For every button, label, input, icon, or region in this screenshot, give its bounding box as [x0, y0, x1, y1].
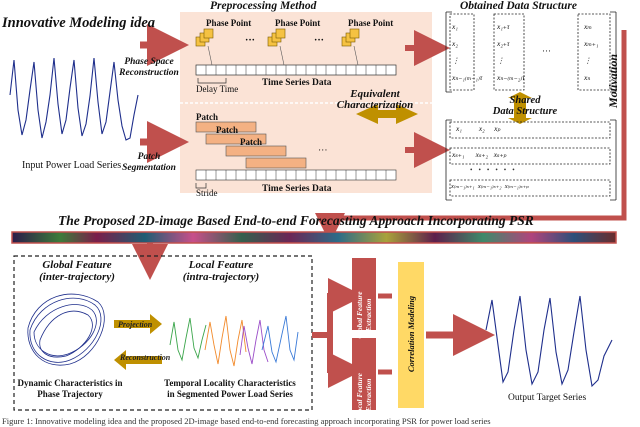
patch-label-3: Patch — [240, 137, 262, 147]
projection-label: Projection — [118, 320, 153, 329]
arrow-to-local-extraction — [327, 335, 364, 388]
input-series-label: Input Power Load Series — [22, 160, 122, 171]
shared-double-arrow — [508, 92, 532, 124]
input-series-curve — [9, 57, 139, 141]
global-feature-label: Global Feature(inter-trajectory) — [39, 259, 115, 283]
ellipsis-2: ··· — [314, 35, 325, 46]
phase-point-label-1: Phase Point — [206, 18, 252, 28]
preprocessing-title: Preprocessing Method — [210, 0, 317, 12]
output-series-label: Output Target Series — [508, 393, 587, 403]
ts-data-label-psr: Time Series Data — [262, 78, 332, 88]
phase-trajectory — [27, 293, 105, 366]
patch-matrix-row-3: x₍ₘ₋₁₎ₛ₊₁ x₍ₘ₋₁₎ₛ₊₂ x₍ₘ₋₁₎ₛ₊ₚ — [451, 183, 529, 190]
reconstruction-arrow — [114, 350, 162, 370]
patch-ellipsis: ··· — [318, 146, 328, 156]
psr-time-series-strip — [195, 45, 397, 76]
motivation-arrow — [315, 30, 627, 243]
obtained-title: Obtained Data Structure — [460, 0, 577, 12]
local-series-blue — [261, 315, 299, 364]
projection-arrow — [114, 314, 162, 334]
patch-label-2: Patch — [216, 125, 238, 135]
psr-matrix-frame — [445, 11, 617, 93]
equivalent-double-arrow — [356, 104, 418, 124]
delay-bracket — [197, 78, 227, 84]
patch-strips — [195, 121, 397, 181]
output-series-curve — [485, 295, 613, 388]
local-series-green — [169, 317, 207, 362]
reconstruction-label: Reconstruction — [120, 353, 171, 362]
delay-time-label: Delay Time — [196, 84, 239, 94]
patch-matrix-row-2: xₛ₊₁ xₛ₊₂ xₛ₊ₚ — [452, 150, 507, 159]
ellipsis-1: ··· — [245, 35, 256, 46]
stride-bracket — [195, 183, 207, 189]
motivation-label: Motivation — [606, 53, 620, 108]
correlation-block — [398, 262, 424, 408]
phase-point-label-2: Phase Point — [275, 18, 321, 28]
patch-matrix-frame — [445, 119, 617, 201]
psr-matrix-ellipsis: ··· — [542, 46, 551, 56]
arrow-to-global-extraction — [312, 278, 364, 338]
patch-matrix-dots: •••••• — [470, 166, 521, 174]
correlation-label: Correlation Modeling — [406, 295, 416, 373]
heatmap-strip — [11, 231, 617, 244]
global-extraction-block — [352, 258, 376, 330]
approach-title: The Proposed 2D-image Based End-to-end F… — [58, 213, 534, 228]
ts-data-label-patch: Time Series Data — [262, 184, 332, 194]
arrows-to-correlation — [378, 293, 392, 375]
figure-caption: Figure 1: Innovative modeling idea and t… — [2, 416, 491, 426]
phase-point-cubes — [195, 28, 360, 47]
phase-point-label-3: Phase Point — [348, 18, 394, 28]
innovative-title: Innovative Modeling idea — [2, 15, 156, 31]
local-extraction-block — [352, 338, 376, 410]
patch-matrix-row-1: x₁ x₂ xₚ — [456, 124, 501, 133]
patch-label-1: Patch — [196, 112, 218, 122]
local-feature-label: Local Feature(intra-trajectory) — [182, 259, 260, 283]
stride-label: Stride — [196, 188, 218, 198]
local-series-orange — [204, 315, 247, 367]
